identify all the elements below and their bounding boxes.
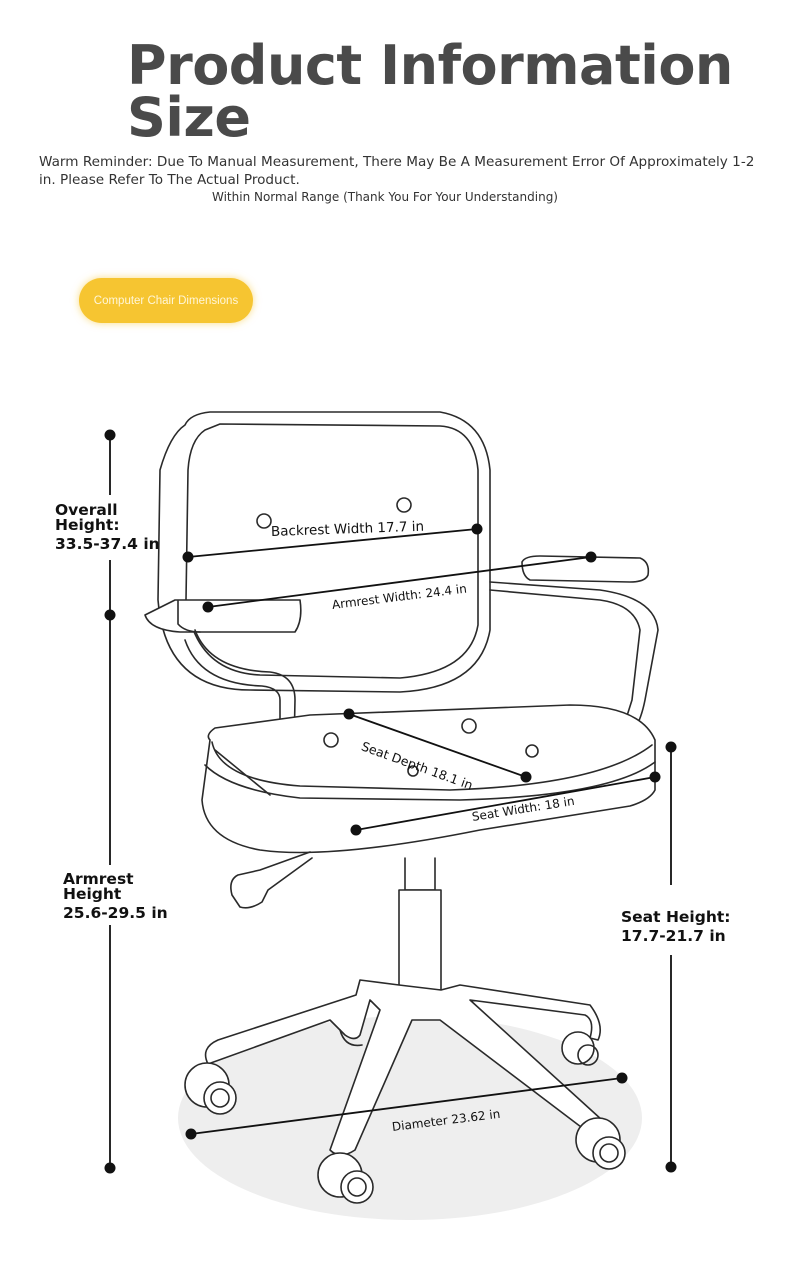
- range-note: Within Normal Range (Thank You For Your …: [211, 190, 558, 204]
- armrest-height-value: 25.6-29.5 in: [63, 904, 168, 922]
- caster-back-left: [339, 1029, 363, 1047]
- caster-right: [575, 1117, 626, 1170]
- backrest-width-line: [187, 528, 478, 558]
- caster-back-right: [561, 1031, 599, 1066]
- dimension-endpoints: [104, 429, 677, 1174]
- seat-height-label: Seat Height: 17.7-21.7 in: [621, 908, 731, 945]
- title-line-2: Size: [127, 86, 251, 149]
- title-line-1: Product Information: [127, 34, 733, 97]
- caster-front: [317, 1152, 374, 1204]
- backrest-inner: [185, 423, 479, 679]
- armrest-height-label: Armrest Height 25.6-29.5 in: [63, 870, 168, 922]
- seat-width-line: [355, 776, 656, 831]
- gas-cylinder: [404, 857, 436, 891]
- seat-height-value: 17.7-21.7 in: [621, 927, 726, 945]
- armrest-width-line: [207, 556, 592, 608]
- page-title: Product Information Size: [127, 39, 733, 145]
- caster-left: [184, 1062, 237, 1115]
- seat-cushion: [201, 704, 656, 854]
- left-armrest-frame: [144, 599, 302, 633]
- section-tag: Computer Chair Dimensions: [79, 278, 253, 323]
- measurement-reminder: Warm Reminder: Due To Manual Measurement…: [39, 154, 755, 188]
- overall-height-label: Overall Height: 33.5-37.4 in: [55, 501, 160, 553]
- overall-height-value: 33.5-37.4 in: [55, 535, 160, 553]
- gas-lever: [230, 851, 313, 909]
- seat-depth-line: [348, 713, 527, 778]
- right-armrest-frame: [521, 555, 650, 583]
- diameter-line: [190, 1077, 623, 1135]
